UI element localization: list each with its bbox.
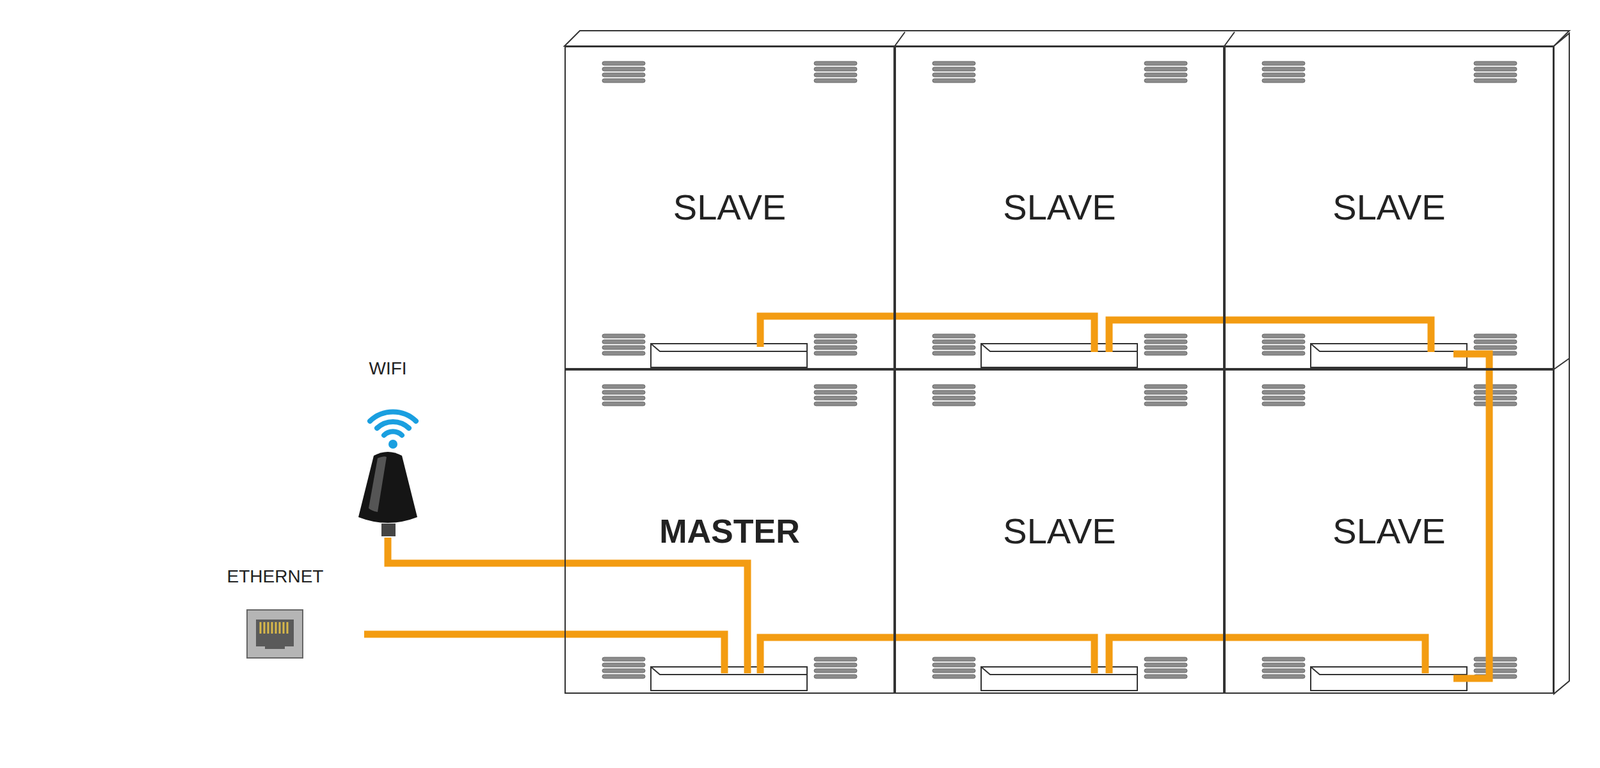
cabinet-label: SLAVE <box>1332 510 1446 552</box>
cabinet-box: SLAVE <box>1224 46 1554 370</box>
cable <box>364 634 725 674</box>
cabinet-label: SLAVE <box>1002 510 1116 552</box>
cabinet-label: SLAVE <box>1332 186 1446 228</box>
cabinet-box: MASTER <box>564 369 895 694</box>
cable <box>387 537 748 674</box>
wifi-antenna <box>358 412 418 537</box>
cabinet-label: SLAVE <box>673 186 786 228</box>
cable <box>1109 637 1426 674</box>
cable <box>760 316 1095 352</box>
cable <box>1109 320 1432 352</box>
cable <box>1453 353 1490 679</box>
wifi-node: WIFI <box>349 358 427 538</box>
cabinet-box: SLAVE <box>894 369 1225 694</box>
ethernet-jack <box>247 609 303 658</box>
cabinet-box: SLAVE <box>894 46 1225 370</box>
cabinet-box: SLAVE <box>1224 369 1554 694</box>
cable <box>760 637 1095 674</box>
icon-label: WIFI <box>368 358 407 379</box>
cabinet-label: MASTER <box>659 512 800 552</box>
cabinet-top-face <box>564 30 1570 694</box>
cabinet-label: SLAVE <box>1002 186 1116 228</box>
cabinet-vents-and-channels <box>602 61 1517 691</box>
ethernet-node: ETHERNET <box>223 566 328 663</box>
icon-label: ETHERNET <box>227 566 324 587</box>
cabinet-box: SLAVE <box>564 46 895 370</box>
